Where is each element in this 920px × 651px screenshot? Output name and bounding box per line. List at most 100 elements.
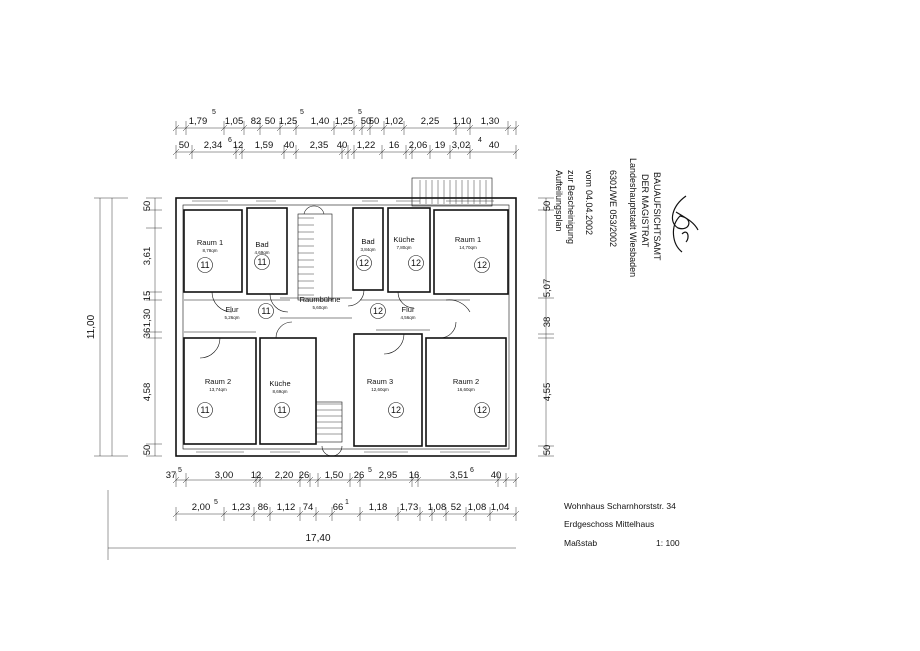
dimension-value: 26 — [354, 470, 365, 481]
unit-circle — [197, 402, 213, 418]
room-area: 8,69qm — [272, 389, 287, 394]
room-area: 4,69qm — [254, 250, 269, 255]
dimension-value: 1,08 — [428, 502, 447, 513]
dimension-value: 5,07 — [542, 279, 553, 298]
room-name: Bad — [255, 240, 268, 249]
dimension-value: 12 — [251, 470, 262, 481]
stamp-authority-magistrat: DER MAGISTRAT — [640, 174, 650, 248]
approval-stamp: Aufteilungsplan zur Bescheinigung vom 04… — [554, 158, 662, 277]
room-name: Flur — [226, 305, 239, 314]
dimension-value: 50 — [142, 201, 153, 212]
dimension-value: 1,18 — [369, 502, 388, 513]
room-name: Bad — [361, 237, 374, 246]
dimension-value: 40 — [337, 140, 348, 151]
dimension-superscript: 5 — [214, 499, 218, 506]
room-name: Raum 1 — [455, 235, 481, 244]
dimension-value: 50 — [142, 445, 153, 456]
dimension-superscript: 5 — [368, 467, 372, 474]
dimension-value: 1,30 — [481, 116, 500, 127]
unit-circle — [356, 255, 372, 271]
dimension-value: 50 — [179, 140, 190, 151]
dimension-superscript: 5 — [300, 109, 304, 116]
dimension-superscript: 5 — [358, 109, 362, 116]
dimension-value: 50 — [542, 201, 553, 212]
dimension-value: 2,20 — [275, 470, 294, 481]
dimension-value: 40 — [491, 470, 502, 481]
total-height-dimension: 11,00 — [86, 314, 97, 339]
dimension-value: 1,59 — [255, 140, 274, 151]
dimension-value: 16 — [389, 140, 400, 151]
dimension-value: 3,61 — [142, 247, 153, 266]
dimension-value: 1,40 — [311, 116, 330, 127]
stamp-authority-office: BAUAUFSICHTSAMT — [652, 172, 662, 261]
room-area: 8,78qm — [202, 248, 217, 253]
room-area: 5,60qm — [312, 305, 327, 310]
unit-circle — [370, 303, 386, 319]
dimension-value: 1,73 — [400, 502, 419, 513]
dimension-superscript: 1 — [345, 499, 349, 506]
stamp-title: Aufteilungsplan — [554, 170, 564, 232]
dimension-value: 74 — [303, 502, 314, 513]
dimension-value: 52 — [451, 502, 462, 513]
dimension-value: 2,95 — [379, 470, 398, 481]
dimension-value: 2,25 — [421, 116, 440, 127]
unit-circle — [388, 402, 404, 418]
unit-circle — [274, 402, 290, 418]
dimension-superscript: 6 — [228, 137, 232, 144]
dimension-value: 40 — [284, 140, 295, 151]
room-name: Raum 2 — [453, 377, 479, 386]
dimension-value: 1,79 — [189, 116, 208, 127]
dimension-value: 1,12 — [277, 502, 296, 513]
signature — [671, 195, 699, 253]
unit-number: 11 — [200, 260, 209, 270]
dimension-superscript: 5 — [212, 109, 216, 116]
dimension-value: 3,51 — [450, 470, 469, 481]
dimension-superscript: 6 — [470, 467, 474, 474]
stamp-subtitle: zur Bescheinigung — [566, 170, 576, 244]
room-area: 16,60qm — [457, 387, 475, 392]
dimension-lines — [94, 121, 554, 560]
dimension-value: 2,35 — [310, 140, 329, 151]
room-name: Raum 2 — [205, 377, 231, 386]
dimension-value: 1,50 — [325, 470, 344, 481]
unit-circle — [474, 257, 490, 273]
dimension-value: 1,25 — [335, 116, 354, 127]
room-name: Raumbühne — [300, 295, 341, 304]
dimension-value: 19 — [435, 140, 446, 151]
unit-number: 12 — [411, 258, 421, 268]
stamp-date: 04.04.2002 — [584, 190, 594, 235]
unit-circle — [474, 402, 490, 418]
total-width-dimension: 17,40 — [305, 533, 330, 544]
unit-number: 12 — [477, 405, 487, 415]
room-11: Raum 216,60qm 12 — [453, 377, 490, 418]
unit-circle — [408, 255, 424, 271]
dimension-value: 12 — [233, 140, 244, 151]
room-name: Raum 3 — [367, 377, 393, 386]
scale-value: 1: 100 — [656, 538, 680, 548]
unit-number: 12 — [359, 258, 369, 268]
room-name: Flur — [402, 305, 415, 314]
room-labels: Raum 18,78qm11Bad4,69qm11Flur5,26qm11Rau… — [197, 235, 490, 418]
dimension-value: 3,00 — [215, 470, 234, 481]
floor-name: Erdgeschoss Mittelhaus — [564, 519, 654, 529]
room-name: Küche — [269, 379, 290, 388]
room-area: 14,70qm — [459, 245, 477, 250]
unit-number: 11 — [257, 257, 266, 267]
room-name: Küche — [393, 235, 414, 244]
dimension-value: 1,04 — [491, 502, 510, 513]
dimension-value: 15 — [142, 291, 153, 302]
dimension-value: 66 — [333, 502, 344, 513]
